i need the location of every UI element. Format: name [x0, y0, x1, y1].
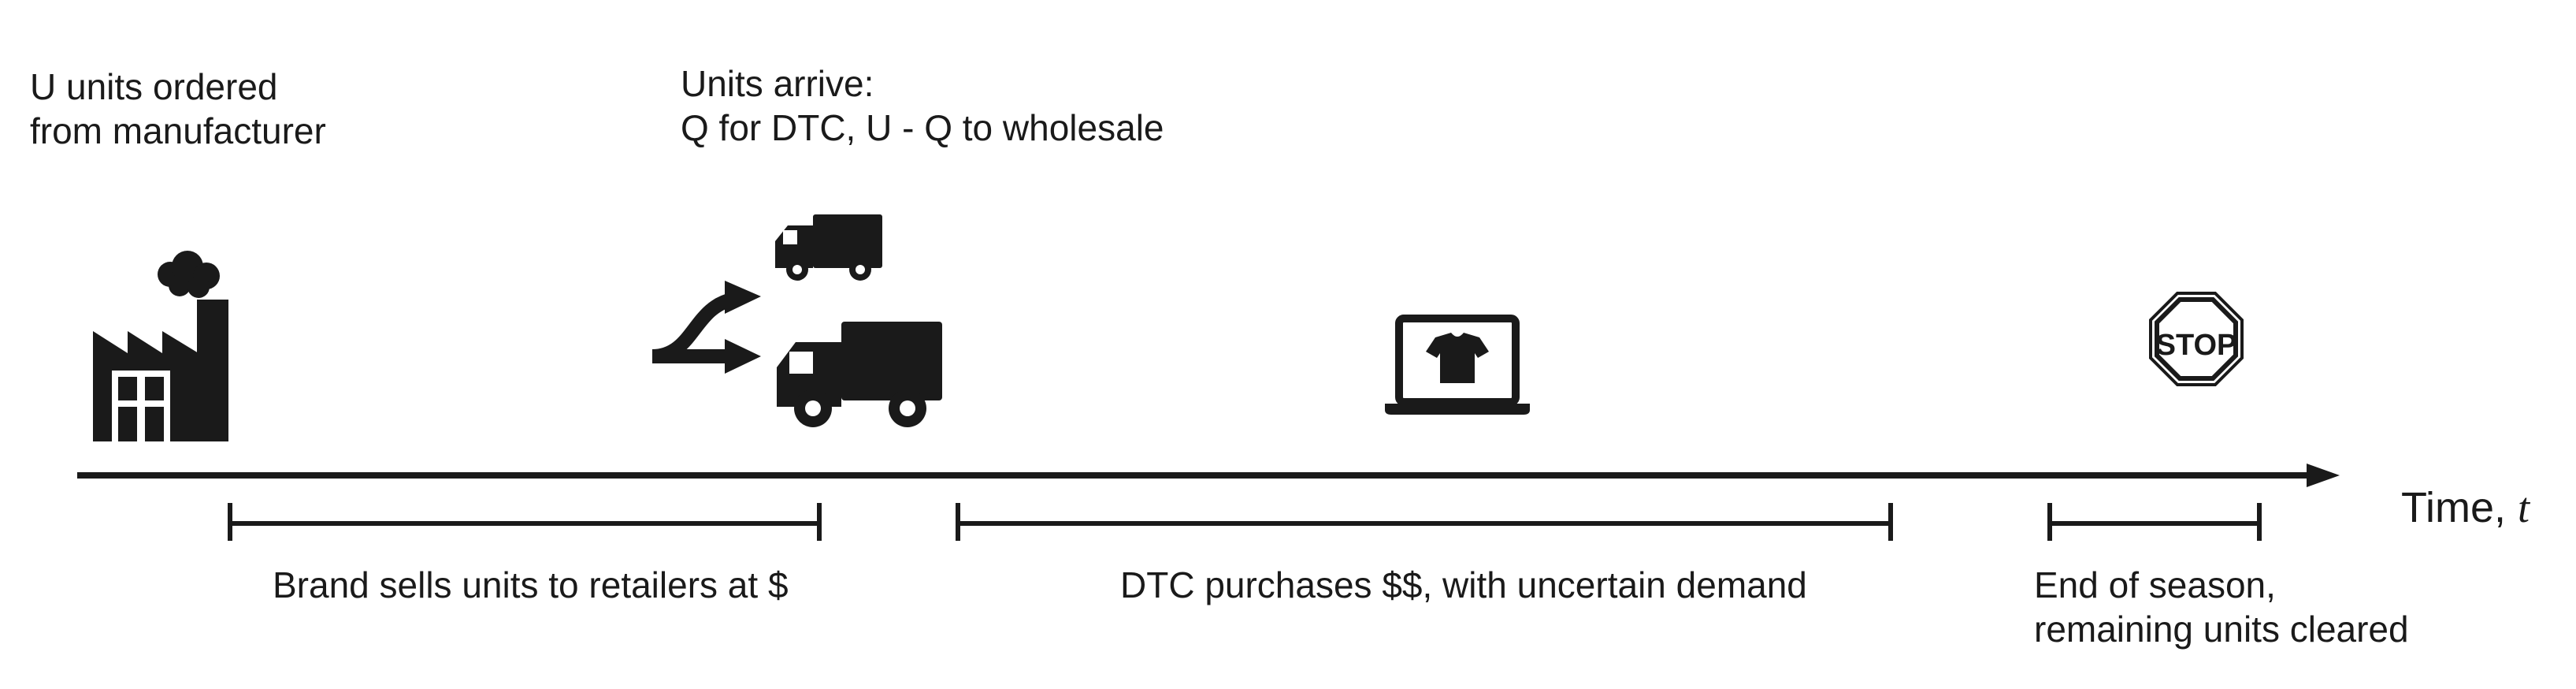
time-axis — [77, 464, 2340, 487]
stop-sign-icon: STOP — [2149, 292, 2244, 386]
end-season-line2: remaining units cleared — [2034, 609, 2409, 650]
manufacturer-label-line2: from manufacturer — [30, 110, 326, 151]
time-axis-word: Time, — [2401, 484, 2506, 531]
laptop-shirt-icon — [1385, 315, 1530, 415]
stop-sign-text: STOP — [2156, 329, 2237, 362]
truck-icon-small — [775, 214, 882, 281]
period-dtc — [956, 503, 1893, 541]
manufacturer-label: U units ordered from manufacturer — [30, 65, 326, 153]
arrival-label-line2: Q for DTC, U - Q to wholesale — [681, 107, 1164, 148]
time-axis-symbol: t — [2518, 484, 2530, 531]
dtc-period-label: DTC purchases $$, with uncertain demand — [1120, 563, 1807, 607]
end-season-label: End of season, remaining units cleared — [2034, 563, 2409, 651]
arrival-label-line1: Units arrive: — [681, 63, 874, 104]
wholesale-period-text: Brand sells units to retailers at $ — [273, 564, 789, 605]
manufacturer-label-line1: U units ordered — [30, 66, 278, 107]
arrival-label: Units arrive: Q for DTC, U - Q to wholes… — [681, 61, 1164, 150]
time-axis-label: Time, t — [2401, 486, 2530, 530]
wholesale-period-label: Brand sells units to retailers at $ — [273, 563, 789, 607]
factory-icon — [93, 251, 228, 441]
truck-icon — [777, 322, 942, 427]
period-end — [2047, 503, 2262, 541]
end-season-line1: End of season, — [2034, 564, 2276, 605]
period-wholesale — [228, 503, 822, 541]
dtc-period-text: DTC purchases $$, with uncertain demand — [1120, 564, 1807, 605]
arrowheads — [725, 281, 761, 374]
split-arrow-icon — [651, 292, 735, 363]
